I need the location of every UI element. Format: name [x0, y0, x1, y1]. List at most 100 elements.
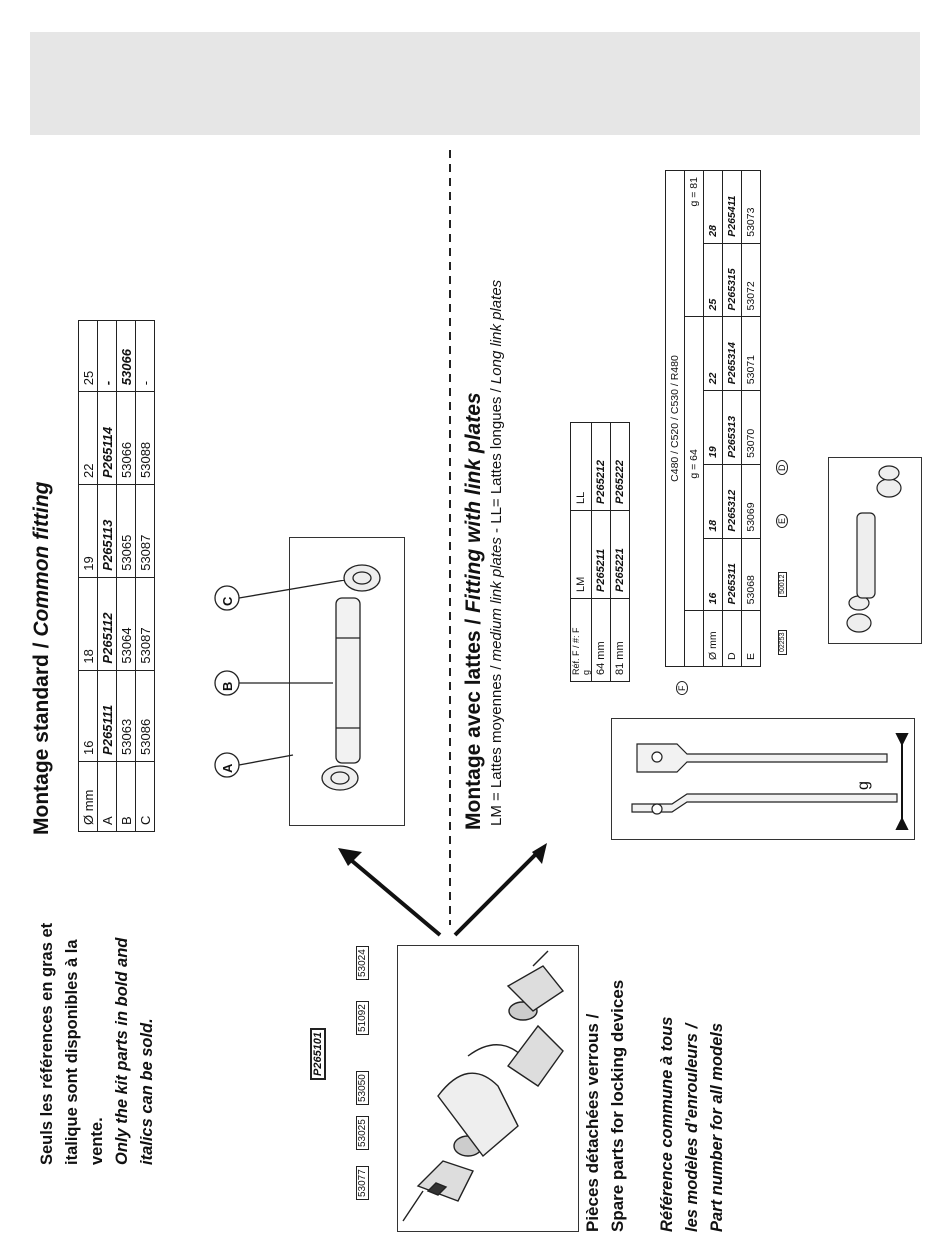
cell: 53069: [741, 464, 761, 539]
cell: 53068: [741, 538, 761, 611]
cell: P265315: [722, 243, 742, 317]
code-02253: 02253: [778, 629, 787, 655]
common-fitting-table-wrap: Ø mm 16 18 19 22 25 A P265111 P265112 P2…: [78, 320, 155, 832]
cell: E: [741, 610, 761, 667]
title-en: Fitting with link plates: [462, 392, 485, 613]
cell: P265411: [722, 170, 742, 244]
link-plate-subtitle: LM = Lattes moyennes / medium link plate…: [488, 280, 505, 826]
header-band: [30, 32, 920, 135]
cell: A: [97, 761, 117, 832]
cell: C: [135, 761, 155, 832]
cell: 53087: [135, 577, 155, 671]
header-cell: 28: [703, 170, 723, 244]
header-cell: 22: [703, 316, 723, 391]
cell: 53064: [116, 577, 136, 671]
header-cell: 25: [703, 243, 723, 317]
sub-part: LM = Lattes moyennes /: [488, 661, 505, 826]
table-row: E 53068 53069 53070 53071 53072 53073: [741, 170, 761, 667]
cell: 53065: [116, 484, 136, 578]
cell: 53066: [116, 320, 136, 392]
cell: 81 mm: [610, 598, 630, 682]
g81-cell: g = 81: [684, 170, 704, 317]
models-cell: C480 / C520 / C530 / R480: [665, 170, 685, 667]
cell: -: [135, 320, 155, 392]
header-cell: 22: [78, 391, 98, 485]
cell: P265112: [97, 577, 117, 671]
cell: P265212: [591, 422, 611, 511]
header-cell: 18: [703, 464, 723, 539]
lock-assembly-illustration: [402, 950, 565, 1222]
header-cell: 16: [703, 538, 723, 611]
e-callout: E: [776, 513, 788, 528]
header-cell: 18: [78, 577, 98, 671]
table-row: g = 64 g = 81: [684, 170, 704, 667]
cell: 53073: [741, 170, 761, 244]
cell: 53071: [741, 316, 761, 391]
corner-bottom: g: [581, 669, 591, 675]
common-fitting-table: Ø mm 16 18 19 22 25 A P265111 P265112 P2…: [78, 320, 155, 832]
f-callout: F: [676, 681, 688, 695]
title-en: Common fitting: [30, 481, 53, 637]
cell: B: [116, 761, 136, 832]
table-row: B 53063 53064 53065 53066 53066: [116, 320, 136, 832]
corner-top: Réf. F / #: F: [571, 627, 581, 675]
header-cell: 19: [78, 484, 98, 578]
cell: P265312: [722, 464, 742, 539]
code-50012: 50012: [778, 571, 787, 597]
cell: 53086: [135, 670, 155, 762]
header-cell: Ø mm: [78, 761, 98, 832]
kit-drawing: [397, 945, 579, 1232]
label-c: C: [220, 596, 235, 606]
sub-part: - LL= Lattes longues /: [488, 384, 505, 538]
cell: P265313: [722, 390, 742, 465]
common-fitting-drawing: [289, 537, 405, 826]
cell: 53066: [116, 391, 136, 485]
cell: P265314: [722, 316, 742, 391]
cell: P265114: [97, 391, 117, 485]
title-fr: Montage standard /: [30, 636, 53, 835]
link-plate-drawing: [611, 718, 915, 840]
table-row: Ø mm 16 18 19 22 25: [78, 320, 98, 832]
header-cell: 16: [78, 670, 98, 762]
header-cell: LM: [570, 510, 592, 599]
cell: 53063: [116, 670, 136, 762]
link-shaft-illustration: [846, 465, 902, 633]
header-cell: 19: [703, 390, 723, 465]
cell: 53088: [135, 391, 155, 485]
table-row: A P265111 P265112 P265113 P265114 -: [97, 320, 117, 832]
table-row: D P265311 P265312 P265313 P265314 P26531…: [722, 170, 742, 667]
cell: [684, 610, 704, 667]
title-fr: Montage avec lattes /: [462, 612, 485, 830]
label-b: B: [220, 681, 235, 691]
cell: P265311: [722, 538, 742, 611]
table-row: 64 mm P265211 P265212: [591, 422, 611, 682]
common-fitting-title: Montage standard / Common fitting: [30, 482, 54, 836]
cell: -: [97, 320, 117, 392]
model-table: C480 / C520 / C530 / R480 g = 64 g = 81 …: [665, 170, 761, 667]
link-plates-illustration: [631, 733, 909, 830]
header-cell: LL: [570, 422, 592, 511]
cell: 53087: [135, 484, 155, 578]
cell: P265113: [97, 484, 117, 578]
table-row: C480 / C520 / C530 / R480: [665, 170, 685, 667]
shaft-illustration: [321, 564, 381, 791]
cell: 64 mm: [591, 598, 611, 682]
table-row: C 53086 53087 53087 53088 -: [135, 320, 155, 832]
cell: D: [722, 610, 742, 667]
link-shaft-drawing: [828, 457, 922, 644]
g-dimension-label: g: [855, 781, 872, 790]
d-callout: D: [776, 460, 788, 475]
callouts: [214, 580, 346, 778]
header-cell: Ø mm: [703, 610, 723, 667]
g64-cell: g = 64: [684, 316, 704, 611]
cell: 53072: [741, 243, 761, 317]
table-row: 81 mm P265221 P265222: [610, 422, 630, 682]
table-row: Ø mm 16 18 19 22 25 28: [703, 170, 723, 667]
cell: P265211: [591, 510, 611, 599]
sub-part: Long link plates: [488, 279, 505, 385]
